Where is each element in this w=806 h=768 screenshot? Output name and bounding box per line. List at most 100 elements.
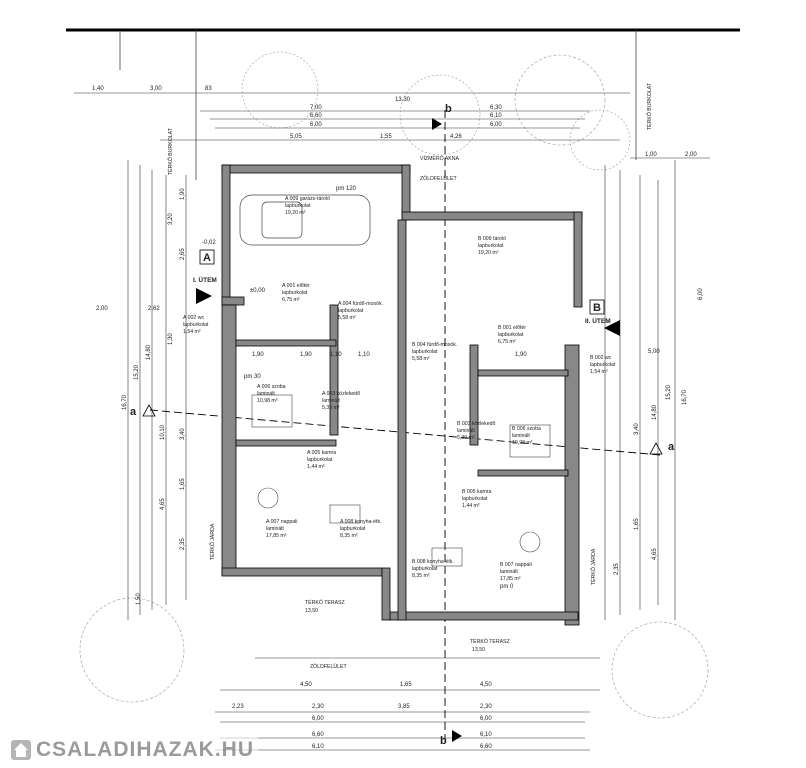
unit-marker-b: B II. ÜTEM xyxy=(585,299,620,336)
unit-phase-b: II. ÜTEM xyxy=(585,316,611,325)
room-floor: lapburkolat xyxy=(478,243,504,249)
svg-text:7,00: 7,00 xyxy=(310,105,322,111)
room-floor: lapburkolat xyxy=(412,349,438,355)
svg-text:3,00: 3,00 xyxy=(150,86,162,92)
terrace-dim-b: 13,50 xyxy=(472,647,485,653)
svg-text:15,20: 15,20 xyxy=(666,384,672,400)
room-area: 1,44 m² xyxy=(462,503,480,509)
svg-text:1,90: 1,90 xyxy=(180,188,186,200)
svg-text:4,65: 4,65 xyxy=(160,498,166,510)
svg-text:4,50: 4,50 xyxy=(300,682,312,688)
pavement-label-a: TÉRKŐ JÁRDA xyxy=(209,523,216,560)
svg-text:b: b xyxy=(445,103,452,115)
room-floor: lapburkolat xyxy=(307,457,333,463)
svg-text:±0,00: ±0,00 xyxy=(250,288,266,294)
room-area: 17,85 m² xyxy=(500,576,521,582)
room-floor: laminált xyxy=(257,391,275,397)
svg-text:1,65: 1,65 xyxy=(634,518,640,530)
svg-text:13,30: 13,30 xyxy=(395,97,411,103)
section-marker-a-right: a xyxy=(649,441,675,455)
svg-text:6,60: 6,60 xyxy=(310,113,322,119)
room-floor: lapburkolat xyxy=(340,526,366,532)
room-name: A 003 közlekedő xyxy=(322,391,360,397)
svg-text:1,40: 1,40 xyxy=(92,86,104,92)
room-name: B 004 fürdő-mosók. xyxy=(412,342,457,348)
room-area: 1,54 m² xyxy=(183,329,201,335)
svg-text:15,20: 15,20 xyxy=(134,364,140,380)
room-name: B 001 előtér xyxy=(498,325,526,331)
watermark-text: CSALADIHAZAK.HU xyxy=(36,738,254,761)
section-marker-b-top: b xyxy=(432,103,452,130)
room-area: 6,75 m² xyxy=(498,339,516,345)
svg-text:6,30: 6,30 xyxy=(490,105,502,111)
room-floor: lapburkolat xyxy=(183,322,209,328)
building-walls xyxy=(221,164,583,626)
room-name: B 006 szoba xyxy=(512,426,541,432)
room-area: 8,35 m² xyxy=(340,533,358,539)
svg-text:1,55: 1,55 xyxy=(380,134,392,140)
room-area: 19,20 m² xyxy=(478,250,499,256)
room-area: 5,30 m² xyxy=(457,435,475,441)
svg-text:6,10: 6,10 xyxy=(312,744,324,750)
section-marker-a-left: a xyxy=(130,404,156,418)
room-area: 19,20 m² xyxy=(285,210,306,216)
room-area: 17,85 m² xyxy=(266,533,287,539)
svg-text:2,35: 2,35 xyxy=(180,538,186,550)
room-name: B 009 tároló xyxy=(478,236,506,242)
svg-text:5,05: 5,05 xyxy=(290,134,302,140)
room-area: 1,54 m² xyxy=(590,369,608,375)
svg-text:6,10: 6,10 xyxy=(480,732,492,738)
svg-text:10,10: 10,10 xyxy=(160,424,166,440)
water-meter-label: VÍZMÉRŐ AKNA xyxy=(420,155,459,162)
bed-icon xyxy=(251,394,551,458)
svg-text:pm 0: pm 0 xyxy=(500,584,514,590)
room-floor: lapburkolat xyxy=(590,362,616,368)
svg-text:14,80: 14,80 xyxy=(146,344,152,360)
room-area: 10,98 m² xyxy=(257,398,278,404)
room-name: B 008 konyha-étk. xyxy=(412,559,454,565)
room-name: B 002 wc xyxy=(590,355,612,361)
unit-id-b: B xyxy=(593,302,601,314)
pavement-label-b: TÉRKŐ JÁRDA xyxy=(590,548,597,585)
bottom-dimension-lines xyxy=(215,657,600,751)
svg-text:83: 83 xyxy=(205,86,212,92)
svg-text:2,62: 2,62 xyxy=(148,306,160,312)
room-area: 5,30 m² xyxy=(322,405,340,411)
room-name: A 006 szoba xyxy=(257,384,286,390)
svg-text:1,65: 1,65 xyxy=(400,682,412,688)
room-name: A 005 kamra xyxy=(307,450,336,456)
svg-text:1,00: 1,00 xyxy=(645,152,657,158)
room-name: A 008 konyha-étk. xyxy=(340,519,382,525)
svg-text:4,65: 4,65 xyxy=(652,548,658,560)
green-area-bottom-label: ZÖLDFELÜLET xyxy=(310,663,347,670)
svg-text:2,30: 2,30 xyxy=(312,704,324,710)
svg-text:2,30: 2,30 xyxy=(480,704,492,710)
green-area-label: ZÖLDFELÜLET xyxy=(420,175,457,182)
svg-text:1,10: 1,10 xyxy=(358,352,370,358)
room-floor: lapburkolat xyxy=(498,332,524,338)
svg-text:a: a xyxy=(130,406,137,418)
room-floor: lapburkolat xyxy=(462,496,488,502)
svg-text:16,70: 16,70 xyxy=(122,394,128,410)
svg-text:b: b xyxy=(440,735,447,747)
svg-text:-0,02: -0,02 xyxy=(202,240,216,246)
svg-text:4,26: 4,26 xyxy=(450,134,462,140)
room-area: 5,58 m² xyxy=(338,315,356,321)
svg-text:1,90: 1,90 xyxy=(515,352,527,358)
room-area: 1,44 m² xyxy=(307,464,325,470)
svg-text:1,90: 1,90 xyxy=(300,352,312,358)
room-area: 5,58 m² xyxy=(412,356,430,362)
